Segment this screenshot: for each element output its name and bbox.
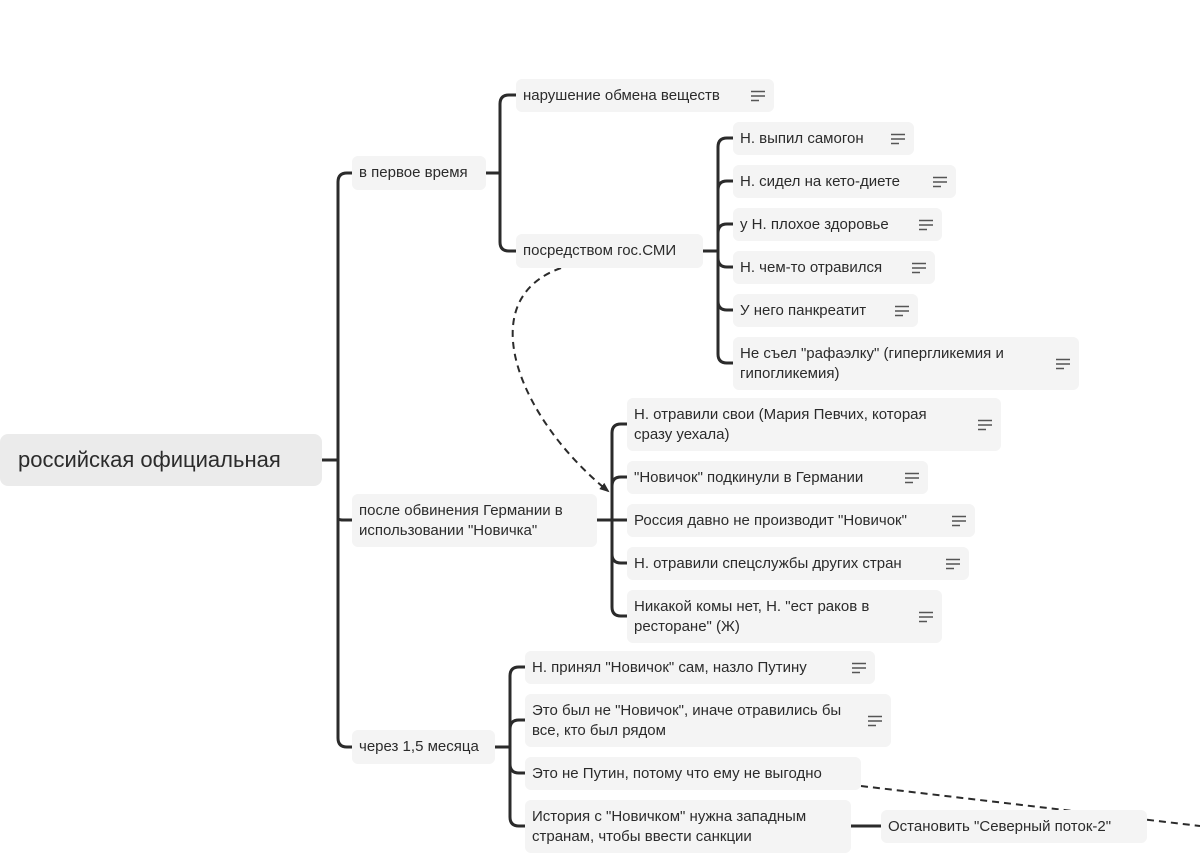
topic-state-media-label: посредством гос.СМИ: [523, 242, 677, 259]
topic-metabolism-label: нарушение обмена веществ: [523, 86, 720, 104]
note-icon[interactable]: [932, 176, 948, 188]
connector-germany-to-item-1: [610, 475, 629, 522]
connector-media-to-item-2: [716, 222, 735, 253]
later-item-label: Н. принял "Новичок" сам, назло Путину: [532, 658, 807, 676]
topic-stop-nord-stream-label: Остановить "Северный поток-2": [888, 817, 1112, 835]
connector-root-to-first: [336, 171, 354, 462]
note-icon[interactable]: [904, 472, 920, 484]
media-item-label: Н. чем-то отравился: [740, 258, 883, 276]
connector-media-to-item-0: [716, 136, 735, 253]
connector-germany-to-item-4: [610, 518, 629, 618]
media-item-label: У него панкреатит: [740, 301, 867, 319]
media-item-poisoned-by-something[interactable]: Н. чем-то отравился: [733, 251, 935, 284]
topic-first-time-label: в первое время: [359, 164, 468, 181]
connector-root-to-germany: [336, 458, 354, 522]
germany-item-foreign-services[interactable]: Н. отравили спецслужбы других стран: [627, 547, 969, 580]
relation-not-putin-offscreen: [860, 785, 1200, 827]
root-topic-label: российская официальная: [18, 447, 281, 472]
connector-germany-to-item-0: [610, 422, 629, 522]
note-icon[interactable]: [1055, 358, 1071, 370]
germany-item-label: Россия давно не производит "Новичок": [634, 511, 907, 529]
topic-after-germany-accusation-label: после обвинения Германии в использовании…: [359, 501, 563, 539]
germany-item-label: "Новичок" подкинули в Германии: [634, 468, 864, 486]
germany-item-no-coma[interactable]: Никакой комы нет, Н. "ест раков в рестор…: [627, 590, 942, 643]
note-icon[interactable]: [977, 419, 993, 431]
later-item-sanctions[interactable]: История с "Новичком" нужна западным стра…: [525, 800, 851, 853]
connector-media-to-item-4: [716, 249, 735, 312]
topic-after-1-5-months-label: через 1,5 месяца: [359, 738, 479, 755]
relation-media-to-germany-arrow: [511, 267, 610, 493]
note-icon[interactable]: [851, 662, 867, 674]
topic-stop-nord-stream[interactable]: Остановить "Северный поток-2": [881, 810, 1147, 843]
connector-later-to-item-2: [508, 745, 527, 775]
note-icon[interactable]: [945, 558, 961, 570]
later-item-label: История с "Новичком" нужна западным стра…: [532, 807, 807, 845]
topic-metabolism[interactable]: нарушение обмена веществ: [516, 79, 774, 112]
connector-media-to-item-1: [716, 179, 735, 253]
note-icon[interactable]: [918, 219, 934, 231]
connector-first-to-metabolism: [498, 93, 518, 175]
connector-first-to-media: [498, 171, 518, 253]
media-item-label: Н. выпил самогон: [740, 129, 864, 147]
later-item-not-putin[interactable]: Это не Путин, потому что ему не выгодно: [525, 757, 861, 790]
note-icon[interactable]: [894, 305, 910, 317]
note-icon[interactable]: [867, 715, 883, 727]
root-topic[interactable]: российская официальная: [0, 434, 322, 486]
later-item-label: Это не Путин, потому что ему не выгодно: [532, 764, 822, 782]
media-item-label: Н. сидел на кето-диете: [740, 172, 900, 190]
germany-item-no-production[interactable]: Россия давно не производит "Новичок": [627, 504, 975, 537]
media-item-moonshine[interactable]: Н. выпил самогон: [733, 122, 914, 155]
media-item-raffaello[interactable]: Не съел "рафаэлку" (гипергликемия и гипо…: [733, 337, 1079, 390]
later-item-label: Это был не "Новичок", иначе отравились б…: [532, 701, 842, 739]
note-icon[interactable]: [890, 133, 906, 145]
connector-media-to-item-5: [716, 249, 735, 365]
connector-germany-to-item-3: [610, 518, 629, 565]
germany-item-label: Н. отравили спецслужбы других стран: [634, 554, 902, 572]
media-item-label: Не съел "рафаэлку" (гипергликемия и гипо…: [740, 344, 1004, 382]
media-item-keto-diet[interactable]: Н. сидел на кето-диете: [733, 165, 956, 198]
later-item-took-it-himself[interactable]: Н. принял "Новичок" сам, назло Путину: [525, 651, 875, 684]
note-icon[interactable]: [918, 611, 934, 623]
later-item-not-novichok[interactable]: Это был не "Новичок", иначе отравились б…: [525, 694, 891, 747]
germany-item-label: Никакой комы нет, Н. "ест раков в рестор…: [634, 597, 870, 635]
topic-after-1-5-months[interactable]: через 1,5 месяца: [352, 730, 495, 764]
topic-first-time[interactable]: в первое время: [352, 156, 486, 190]
connector-later-to-item-0: [508, 665, 527, 749]
note-icon[interactable]: [911, 262, 927, 274]
media-item-poor-health[interactable]: у Н. плохое здоровье: [733, 208, 942, 241]
connector-root-to-later: [336, 458, 354, 749]
connector-later-to-item-3: [508, 745, 527, 828]
connector-later-to-item-1: [508, 718, 527, 749]
germany-item-own-people[interactable]: Н. отравили свои (Мария Певчих, которая …: [627, 398, 1001, 451]
connector-media-to-item-3: [716, 249, 735, 269]
topic-after-germany-accusation[interactable]: после обвинения Германии в использовании…: [352, 494, 597, 547]
topic-state-media[interactable]: посредством гос.СМИ: [516, 234, 703, 268]
media-item-pancreatitis[interactable]: У него панкреатит: [733, 294, 918, 327]
media-item-label: у Н. плохое здоровье: [740, 215, 889, 233]
note-icon[interactable]: [750, 90, 766, 102]
note-icon[interactable]: [951, 515, 967, 527]
germany-item-label: Н. отравили свои (Мария Певчих, которая …: [634, 405, 927, 443]
germany-item-planted-in-germany[interactable]: "Новичок" подкинули в Германии: [627, 461, 928, 494]
